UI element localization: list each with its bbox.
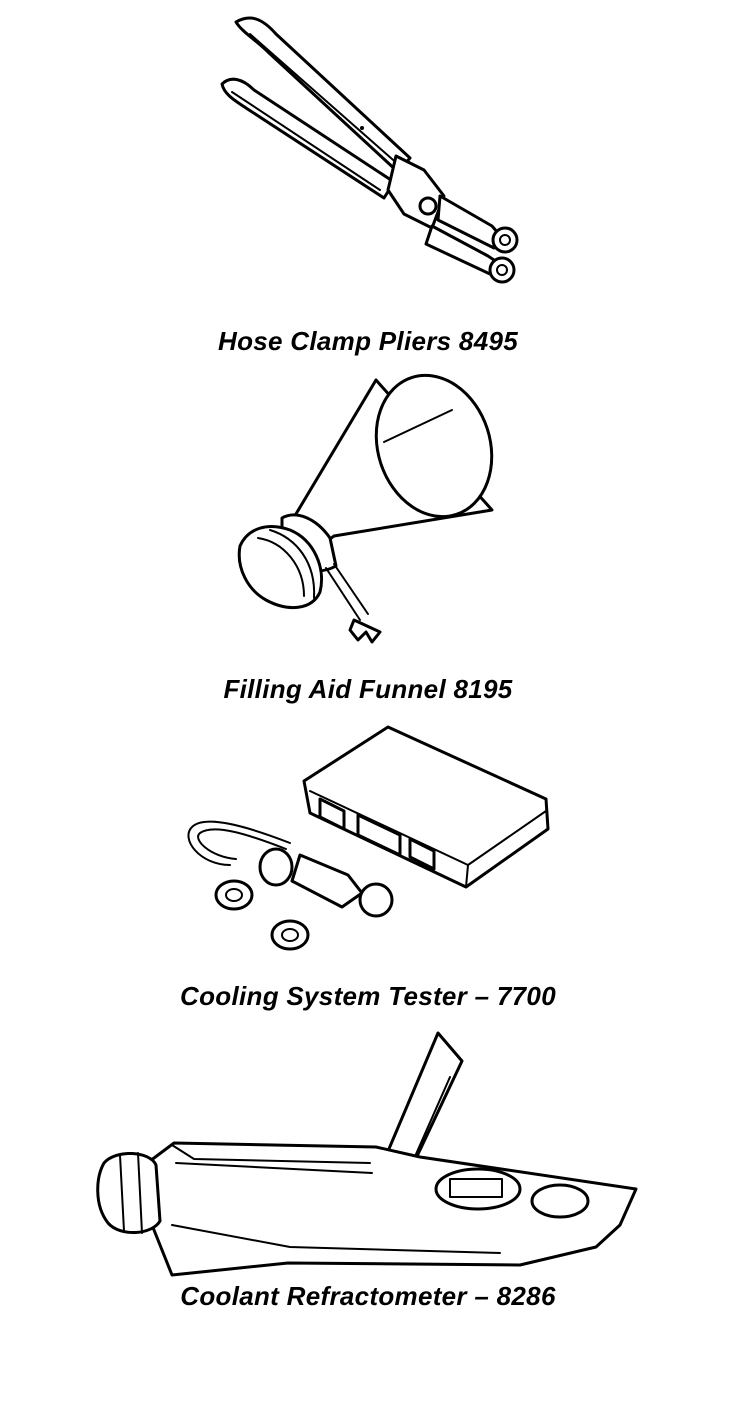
tool-caption: Filling Aid Funnel 8195	[223, 674, 513, 704]
tool-caption: Hose Clamp Pliers 8495	[218, 326, 518, 356]
tool-coolant-refractometer: Coolant Refractometer – 8286	[0, 1025, 736, 1355]
tool-cooling-system-tester: Cooling System Tester – 7700	[0, 715, 736, 1030]
cooling-system-tester-icon	[0, 715, 736, 980]
hose-clamp-pliers-icon	[0, 0, 736, 330]
tool-filling-aid-funnel: Filling Aid Funnel 8195	[0, 370, 736, 715]
tool-caption: Coolant Refractometer – 8286	[180, 1281, 556, 1311]
filling-aid-funnel-icon	[0, 370, 736, 670]
tool-caption: Cooling System Tester – 7700	[180, 981, 556, 1011]
coolant-refractometer-icon	[0, 1025, 736, 1290]
tool-hose-clamp-pliers: Hose Clamp Pliers 8495	[0, 0, 736, 380]
